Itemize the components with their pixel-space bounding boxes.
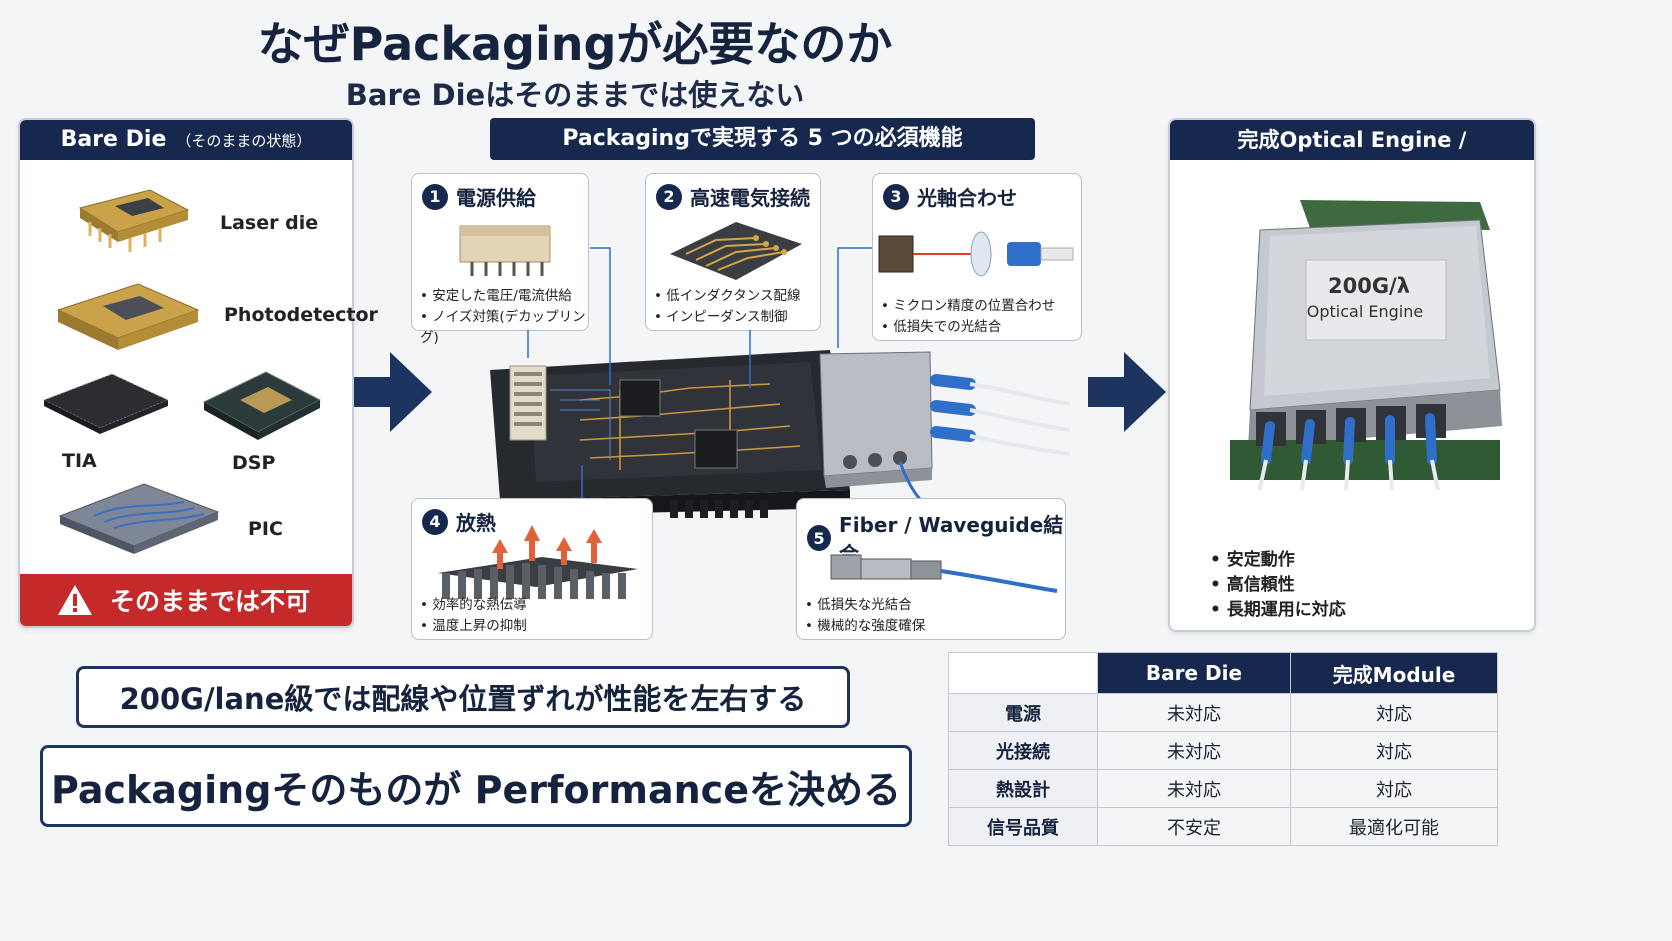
packaging-header: Packagingで実現する 5 つの必須機能 [490,118,1035,160]
feature-5-card: 5 Fiber / Waveguide結合 • 低損失な光結合 • 機械的な強度… [796,498,1066,640]
table-row-label: 信号品質 [948,807,1098,846]
page-subtitle: Bare Dieはそのままでは使えない [345,78,805,112]
table-row: 信号品質 不安定 最適化可能 [948,807,1498,846]
warning-text: そのままでは不可 [110,587,311,616]
table-header-module: 完成Module [1290,652,1498,694]
bare-die-header: Bare Die （そのままの状態） [20,120,352,160]
feature-4-card: 4 放熱 • 効率的な熱伝導 • 温度上昇の抑制 [411,498,653,640]
warning-icon [58,585,92,615]
packaged-module-image [490,350,1070,518]
engine-label-line2: Optical Engine [1306,302,1424,321]
component-label-pic: PIC [248,518,283,540]
feature-3-bullet: • 低損失での光結合 [881,319,1002,335]
table-cell: 未対応 [1097,731,1291,770]
feature-1-bullet: • 安定した電圧/電流供給 [420,288,572,304]
component-label-tia: TIA [62,450,97,472]
feature-4-bullet: • 効率的な熱伝導 [420,597,527,613]
bare-die-title-note: （そのままの状態） [176,132,312,150]
table-row: 光接続 未対応 対応 [948,731,1498,770]
component-label-dsp: DSP [232,452,276,474]
feature-5-number: 5 [807,525,832,551]
engine-bullet: • 安定動作 [1210,550,1295,570]
table-header-empty [948,652,1098,694]
warning-banner: そのままでは不可 [20,574,352,626]
feature-4-bullet: • 温度上昇の抑制 [420,618,527,634]
feature-5-bullet: • 機械的な強度確保 [805,618,926,634]
feature-3-card: 3 光軸合わせ • ミクロン精度の位置合わせ • 低損失での光結合 [872,173,1082,341]
feature-1-bullet: • ノイズ対策(デカップリング) [420,309,586,346]
feature-1-card: 1 電源供給 • 安定した電圧/電流供給 • ノイズ対策(デカップリング) [411,173,589,346]
comparison-table-wrapper: Bare Die 完成Module 電源 未対応 対応 光接続 未対応 対応 熱… [948,652,1498,846]
table-cell: 対応 [1290,693,1498,732]
pic-image [58,483,220,554]
feature-4-title: 放熱 [456,511,496,535]
component-label-photodetector: Photodetector [224,304,378,326]
feature-2-number: 2 [656,183,682,210]
feature-1-number: 1 [422,183,448,210]
table-cell: 最適化可能 [1290,807,1498,846]
tia-image [42,373,170,434]
feature-3-number: 3 [883,183,909,210]
table-cell: 対応 [1290,769,1498,808]
connector-image [459,225,551,276]
engine-panel: 完成Optical Engine / Transceiver 200G/λ Op… [1168,118,1536,632]
callout-lines [527,247,872,502]
feature-4-number: 4 [422,508,448,535]
message-box-1: 200G/lane級では配線や位置ずれが性能を左右する [76,666,850,728]
bare-die-panel: Bare Die （そのままの状態） Laser die Photodetecto… [18,118,378,628]
table-row-label: 光接続 [948,731,1098,770]
table-cell: 不安定 [1097,807,1291,846]
feature-2-title: 高速電気接続 [690,186,810,210]
table-cell: 対応 [1290,731,1498,770]
feature-2-card: 2 高速電気接続 • 低インダクタンス配線 • インピーダンス制御 [645,173,821,331]
bare-die-title: Bare Die [60,127,167,152]
arrow-right-2-head [1124,352,1166,432]
engine-label-line1: 200G/λ [1327,274,1411,298]
arrow-right-1 [354,377,394,407]
feature-2-bullet: • インピーダンス制御 [654,309,788,325]
laser-die-image [78,189,190,252]
dsp-image [202,371,322,440]
table-cell: 未対応 [1097,693,1291,732]
table-row-label: 熱設計 [948,769,1098,808]
message-box-2: Packagingそのものが Performanceを決める [40,745,912,827]
feature-3-title: 光軸合わせ [917,186,1017,210]
table-row: 電源 未対応 対応 [948,693,1498,732]
arrow-right-1-head [390,352,432,432]
table-cell: 未対応 [1097,769,1291,808]
engine-bullet: • 高信頼性 [1210,575,1295,595]
table-row: 熱設計 未対応 対応 [948,769,1498,808]
optical-alignment-image [878,231,1074,277]
feature-3-bullet: • ミクロン精度の位置合わせ [881,298,1056,314]
page-title: なぜPackagingが必要なのか [257,17,893,71]
optical-engine-image [1230,200,1502,490]
photodetector-image [56,283,200,350]
table-row-label: 電源 [948,693,1098,732]
engine-header: 完成Optical Engine / Transceiver [1170,120,1534,192]
feature-2-bullet: • 低インダクタンス配線 [654,288,801,304]
feature-1-title: 電源供給 [456,186,536,210]
engine-bullet: • 長期運用に対応 [1210,600,1346,620]
heatsink-image [438,525,638,599]
arrow-right-2 [1088,377,1128,407]
component-label-laser: Laser die [220,212,319,234]
comparison-table: Bare Die 完成Module 電源 未対応 対応 光接続 未対応 対応 熱… [948,652,1498,846]
feature-5-bullet: • 低損失な光結合 [805,597,912,613]
fiber-connector-image [830,554,1058,593]
wiring-image [670,222,802,280]
table-header-bare-die: Bare Die [1097,652,1291,694]
